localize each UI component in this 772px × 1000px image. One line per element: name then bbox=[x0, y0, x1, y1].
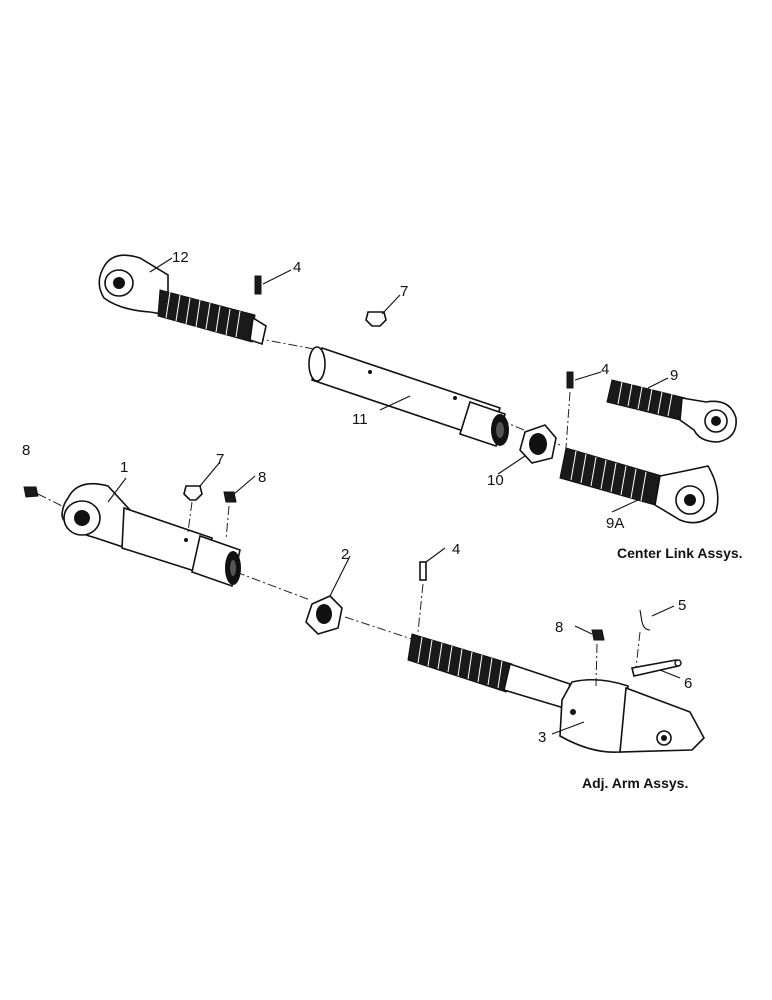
callout-4-mid: 4 bbox=[601, 361, 609, 378]
callout-11: 11 bbox=[352, 411, 368, 428]
part-6-clevis-pin bbox=[631, 659, 682, 677]
part-10-jam-nut bbox=[519, 424, 557, 464]
part-8-grease-fitting-left bbox=[23, 486, 39, 498]
callout-9: 9 bbox=[670, 367, 678, 384]
part-1-eye-end-tube bbox=[61, 482, 241, 588]
part-11-center-tube bbox=[308, 346, 509, 448]
part-3-threaded-rod-clevis bbox=[407, 633, 705, 753]
part-4-roll-pin-lower bbox=[417, 561, 427, 633]
part-2-jam-nut bbox=[305, 595, 343, 635]
callout-9A: 9A bbox=[606, 515, 624, 532]
part-4-roll-pin-mid bbox=[565, 371, 574, 449]
part-7-grease-fitting-upper bbox=[365, 311, 387, 327]
callout-10: 10 bbox=[487, 472, 504, 489]
part-4-roll-pin-upper bbox=[254, 275, 262, 295]
callout-4-upper: 4 bbox=[293, 259, 301, 276]
callout-8-right: 8 bbox=[555, 619, 563, 636]
part-8-grease-fitting-mid bbox=[223, 491, 237, 541]
adjustable-arm-assembly: 8 1 7 8 2 4 5 8 6 3 Adj. Arm Assys. bbox=[22, 442, 705, 791]
callout-4-lower: 4 bbox=[452, 541, 460, 558]
callout-8-mid: 8 bbox=[258, 469, 266, 486]
callout-7-left: 7 bbox=[216, 451, 224, 468]
callout-5: 5 bbox=[678, 597, 686, 614]
center-link-caption: Center Link Assys. bbox=[617, 545, 743, 561]
part-7-grease-fitting-left bbox=[183, 485, 203, 533]
callout-12: 12 bbox=[172, 249, 189, 266]
callout-8-left: 8 bbox=[22, 442, 30, 459]
adj-arm-caption: Adj. Arm Assys. bbox=[582, 775, 688, 791]
part-9A-threaded-eye-end bbox=[559, 447, 719, 524]
callout-6: 6 bbox=[684, 675, 692, 692]
center-link-assembly: 12 4 7 11 4 9 10 9A Center Link Assys. bbox=[98, 249, 743, 561]
callout-1: 1 bbox=[120, 459, 128, 476]
part-8-grease-fitting-right bbox=[591, 629, 605, 687]
part-9-threaded-eye-end bbox=[606, 379, 737, 443]
callout-7-upper: 7 bbox=[400, 283, 408, 300]
part-12-eye-end bbox=[98, 254, 267, 346]
part-5-hair-pin bbox=[635, 609, 651, 669]
callout-3: 3 bbox=[538, 729, 546, 746]
callout-2: 2 bbox=[341, 546, 349, 563]
